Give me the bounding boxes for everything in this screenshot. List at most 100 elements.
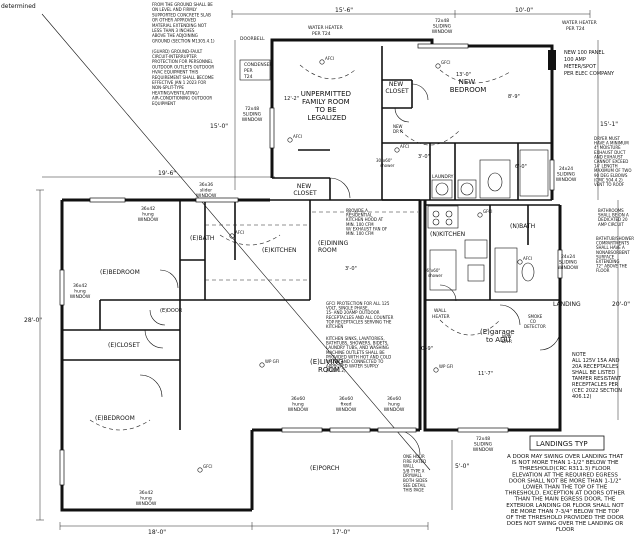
top-note-line: HEATING/VENTILATING/ xyxy=(152,90,199,95)
dim-top-2: 10'-0" xyxy=(515,7,533,14)
top-note-line: FROM THE GROUND SHALL BE xyxy=(152,2,213,7)
diagonal-reference-line xyxy=(41,13,431,471)
label-door-tag-1: NEW DR R xyxy=(393,124,404,134)
dim-bottom-1: 18'-0" xyxy=(148,529,166,536)
room-porch-e: (E)PORCH xyxy=(310,465,339,472)
room-labels: UNPERMITTED FAMILY ROOM TO BE LEGALIZED … xyxy=(95,78,581,472)
outlet-label: GFCI xyxy=(483,209,492,214)
label-doorbell: DOORBELL xyxy=(240,36,265,42)
room-door-e: (E)DOOR xyxy=(160,308,183,314)
outlet-label: WP GFI xyxy=(265,359,279,364)
label-sink-note: KITCHEN SINKS, LAVATORIES,BATHTUBS, SHOW… xyxy=(326,336,391,373)
outlet-symbol xyxy=(259,362,265,368)
dim-12-2: 12'-2" xyxy=(284,96,299,102)
outlet-label: GFCI xyxy=(203,464,212,469)
dim-left-total: 28'-0" xyxy=(24,317,42,324)
label-new-panel: NEW 100 PANEL 100 AMP METER/SPOT PER ELE… xyxy=(564,50,615,77)
room-laundry: LAUNDRY xyxy=(432,174,454,180)
door-swings xyxy=(139,83,561,456)
label-condenser: CONDENSER PER T24 xyxy=(243,62,274,80)
outlet-label: GFCI xyxy=(441,60,450,65)
room-bedroom-e2: (E)BEDROOM xyxy=(95,415,135,422)
label-shower-size-a: 30"x60" shower xyxy=(376,158,395,168)
label-water-heater-right: WATER HEATER PER T24 xyxy=(562,20,598,32)
room-bedroom-e1: (E)BEDROOM xyxy=(100,269,140,276)
dim-bottom-2: 17'-0" xyxy=(332,529,350,536)
room-bath-e: (E)BATH xyxy=(190,235,214,242)
outlet-symbol xyxy=(433,367,439,373)
top-note-line: OR OTHER APPROVED xyxy=(152,18,196,23)
dim-mid-1: 19'-6" xyxy=(158,170,176,177)
top-note-line: ABOVE THE ADJOINING xyxy=(152,33,198,38)
dim-11-7: 11'-7" xyxy=(478,371,493,377)
outlet-symbol xyxy=(319,59,325,65)
outlet-symbols: AFCI GFCI AFCI AFCI AFCI GFCI AFCI WP GFI WP GFI… xyxy=(197,56,532,473)
top-note-line: HVAC EQUIPMENT THIS xyxy=(152,70,199,75)
dim-6-0: 6'-0" xyxy=(515,164,527,170)
outlet-symbol xyxy=(517,259,523,265)
room-kitchen-n: (N)KITCHEN xyxy=(430,231,465,238)
misc-labels: DOORBELL WATER HEATER PER T24 WATER HEAT… xyxy=(239,20,634,493)
outlet-label: WP GFI xyxy=(439,364,453,369)
corner-text: determined xyxy=(1,3,36,10)
dim-top-1: 15'-6" xyxy=(335,7,353,14)
top-note-line: SUPPORTED CONCRETE SLAB xyxy=(152,12,211,17)
top-note-line: EFFECTIVE JAN 1 2023 FOR xyxy=(152,80,206,85)
room-bath-n: (N)BATH xyxy=(510,223,535,230)
fixtures xyxy=(205,149,549,293)
room-living-e: (E)LIVING ROOM xyxy=(310,358,346,374)
outlet-symbol xyxy=(394,147,400,153)
room-landing: LANDING xyxy=(553,301,581,308)
outlet-symbol xyxy=(477,212,483,218)
top-note-line: NON-SPLIT-TYPE xyxy=(152,85,184,90)
dim-8-9: 8'-9" xyxy=(508,94,520,100)
top-note-line: GROUND (SECTION M1305.4.1) xyxy=(152,38,215,43)
dim-3-0-a: 3'-0" xyxy=(418,154,430,160)
outlet-label: AFCI xyxy=(293,134,302,139)
label-wall-heater: WALL HEATER xyxy=(432,308,450,320)
room-new-closet-mid: NEW CLOSET xyxy=(293,183,317,197)
room-kitchen-e: (E)KITCHEN xyxy=(262,247,296,254)
outlet-label: AFCI xyxy=(400,144,409,149)
label-door-tag-2: NEW DR R xyxy=(502,334,513,344)
top-note-line: AIR-CONDITIONING OUTDOOR xyxy=(152,96,212,101)
outlet-label: AFCI xyxy=(325,56,334,61)
top-note-line: OUTDOOR OUTLETS OUTDOOR xyxy=(152,64,214,69)
dim-right-mid: 20'-0" xyxy=(612,301,630,308)
top-note-line: (GUARD) GROUND-FAULT xyxy=(152,49,203,54)
outlet-label: AFCI xyxy=(523,256,532,261)
room-new-closet-top: NEW CLOSET xyxy=(385,81,409,95)
top-note-line: EQUIPMENT xyxy=(152,101,176,106)
circuit-arcs xyxy=(89,64,511,431)
dimension-lines: 15'-6" 10'-0" 15'-0" 19'-6" 28'-0" 18'-0… xyxy=(24,7,630,536)
top-note-line: PROTECTION FOR PERSONNEL xyxy=(152,59,214,64)
landings-title: LANDINGS TYP xyxy=(536,440,588,448)
outlet-label: AFCI xyxy=(235,230,244,235)
room-garage: (E)garage to ADU xyxy=(480,328,517,344)
landings-panel: LANDINGS TYP A DOOR MAY SWING OVER LANDI… xyxy=(504,435,625,533)
window-marks xyxy=(59,43,563,486)
dim-left-upper: 15'-0" xyxy=(210,123,228,130)
dim-right-upper: 15'-1" xyxy=(600,121,618,128)
room-dining-e: (E)DINING ROOM xyxy=(318,240,350,254)
